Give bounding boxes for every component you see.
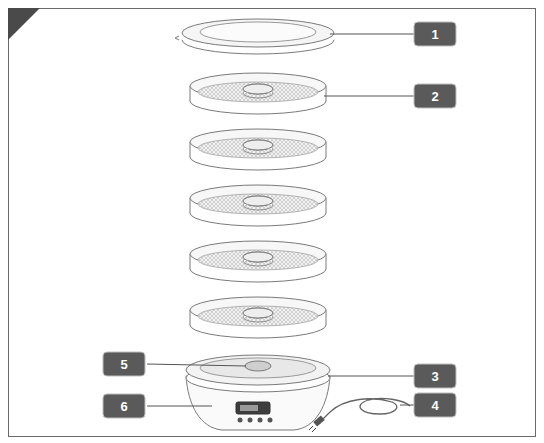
drying-tray xyxy=(190,73,326,114)
callout-badge xyxy=(414,393,456,417)
callout-number: 6 xyxy=(103,394,145,418)
callout-number: 3 xyxy=(414,364,456,388)
drying-tray xyxy=(190,185,326,226)
base-unit xyxy=(186,355,330,430)
power-cord xyxy=(309,398,410,432)
callout-number: 4 xyxy=(414,393,456,417)
callout-number: 2 xyxy=(414,84,456,108)
callout-badge xyxy=(414,84,456,108)
callout-badges xyxy=(103,22,456,418)
callout-number: 1 xyxy=(414,22,456,46)
drying-tray xyxy=(190,297,326,338)
leader-line xyxy=(147,406,212,407)
callout-badge xyxy=(103,394,145,418)
corner-mark xyxy=(8,8,40,40)
callout-badge xyxy=(103,352,145,376)
leader-lines xyxy=(147,34,414,406)
callout-badge xyxy=(414,22,456,46)
drying-tray xyxy=(190,129,326,170)
leader-line xyxy=(147,364,246,366)
leader-line xyxy=(330,34,414,35)
callout-badge xyxy=(414,364,456,388)
leader-line xyxy=(324,96,414,97)
frame xyxy=(9,9,536,437)
lid xyxy=(175,19,334,54)
leader-line xyxy=(328,376,414,377)
callout-number: 5 xyxy=(103,352,145,376)
drying-tray xyxy=(190,241,326,282)
leader-line xyxy=(400,405,414,406)
